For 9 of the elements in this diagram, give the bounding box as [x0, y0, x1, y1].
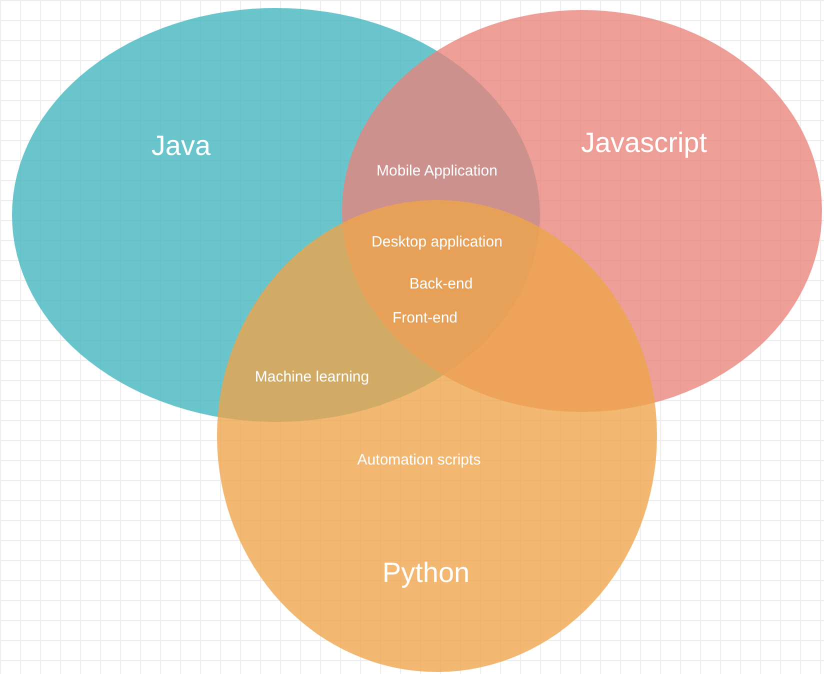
overlap-label: Desktop application — [372, 234, 502, 250]
overlap-label: Mobile Application — [376, 162, 498, 180]
set-label: Python — [382, 557, 470, 589]
set-label: Javascript — [580, 127, 708, 159]
overlap-label: Front-end — [392, 310, 458, 326]
overlap-label: Back-end — [409, 276, 473, 292]
overlap-label: Machine learning — [254, 368, 370, 386]
overlap-label: Automation scripts — [357, 452, 481, 468]
set-label: Java — [151, 130, 211, 162]
